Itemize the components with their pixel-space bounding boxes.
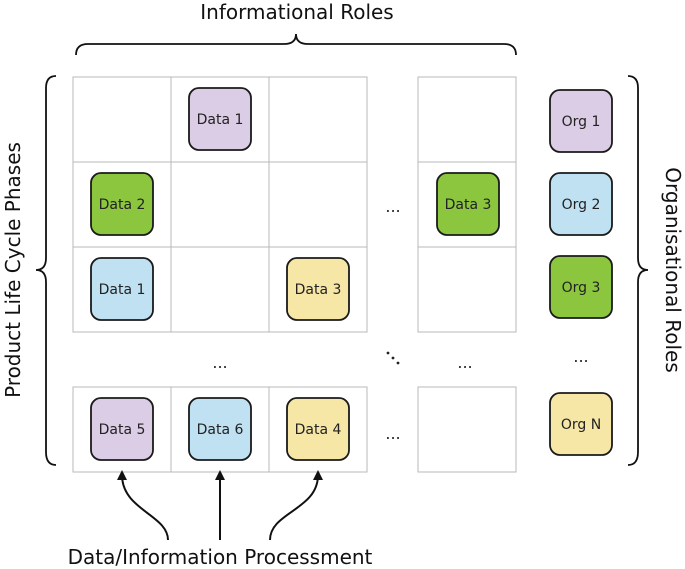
data-box-label: Data 4 bbox=[295, 422, 342, 438]
organisational-roles-label: Organisational Roles bbox=[661, 167, 685, 372]
org-box-label: Org 2 bbox=[562, 197, 601, 213]
org-box-shape bbox=[549, 89, 613, 153]
data-box-r3-c3: Data 3 bbox=[286, 257, 350, 321]
org-box-shape bbox=[549, 392, 613, 456]
data-box-shape bbox=[90, 397, 154, 461]
org-box-label: Org 3 bbox=[562, 280, 601, 296]
grid-cell bbox=[417, 386, 517, 473]
grid-cell bbox=[72, 76, 172, 163]
top-brace bbox=[75, 33, 517, 56]
data-box-r3-c1: Data 1 bbox=[90, 257, 154, 321]
data-box-rn-c3: Data 4 bbox=[286, 397, 350, 461]
org-box-n: Org N bbox=[549, 392, 613, 456]
left-brace bbox=[35, 75, 57, 466]
data-box-label: Data 1 bbox=[99, 282, 146, 298]
grid-cell bbox=[268, 76, 368, 163]
grid-cell bbox=[170, 161, 270, 248]
org-box-3: Org 3 bbox=[549, 255, 613, 319]
data-box-rn-c2: Data 6 bbox=[188, 397, 252, 461]
data-box-r2-c4: Data 3 bbox=[436, 172, 500, 236]
data-box-r2-c1: Data 2 bbox=[90, 172, 154, 236]
ellipsis-col4: ... bbox=[457, 353, 472, 372]
ellipsis-col2: ... bbox=[212, 353, 227, 372]
org-box-1: Org 1 bbox=[549, 89, 613, 153]
diagonal-dot bbox=[386, 351, 390, 355]
grid-cell bbox=[417, 76, 517, 163]
informational-roles-label: Informational Roles bbox=[200, 0, 393, 24]
org-box-shape bbox=[549, 172, 613, 236]
data-processment-label: Data/Information Processment bbox=[68, 545, 373, 569]
ellipsis-diagonal bbox=[386, 351, 400, 365]
data-box-label: Data 3 bbox=[295, 282, 342, 298]
org-box-label: Org N bbox=[561, 417, 601, 433]
data-box-label: Data 1 bbox=[197, 112, 244, 128]
grid-cell bbox=[268, 161, 368, 248]
data-box-shape bbox=[286, 397, 350, 461]
data-box-shape bbox=[436, 172, 500, 236]
grid-cell bbox=[417, 246, 517, 333]
right-brace bbox=[627, 75, 649, 466]
org-box-shape bbox=[549, 255, 613, 319]
diagonal-dot bbox=[396, 361, 400, 365]
data-box-label: Data 6 bbox=[197, 422, 244, 438]
data-box-r1-c2: Data 1 bbox=[188, 87, 252, 151]
data-box-shape bbox=[90, 257, 154, 321]
grid-cell bbox=[170, 246, 270, 333]
data-box-shape bbox=[188, 397, 252, 461]
diagonal-dot bbox=[391, 356, 395, 360]
data-box-rn-c1: Data 5 bbox=[90, 397, 154, 461]
data-box-shape bbox=[286, 257, 350, 321]
ellipsis-row2: ... bbox=[385, 197, 400, 216]
product-life-cycle-label: Product Life Cycle Phases bbox=[1, 142, 25, 398]
org-box-2: Org 2 bbox=[549, 172, 613, 236]
data-box-label: Data 3 bbox=[445, 197, 492, 213]
arrow-to-data4 bbox=[269, 470, 323, 541]
data-box-shape bbox=[188, 87, 252, 151]
ellipsis-rown: ... bbox=[385, 424, 400, 443]
arrow-to-data5 bbox=[117, 470, 169, 541]
ellipsis-orgs: ... bbox=[573, 347, 588, 366]
org-box-label: Org 1 bbox=[562, 114, 601, 130]
data-box-shape bbox=[90, 172, 154, 236]
data-box-label: Data 5 bbox=[99, 422, 146, 438]
data-box-label: Data 2 bbox=[99, 197, 146, 213]
